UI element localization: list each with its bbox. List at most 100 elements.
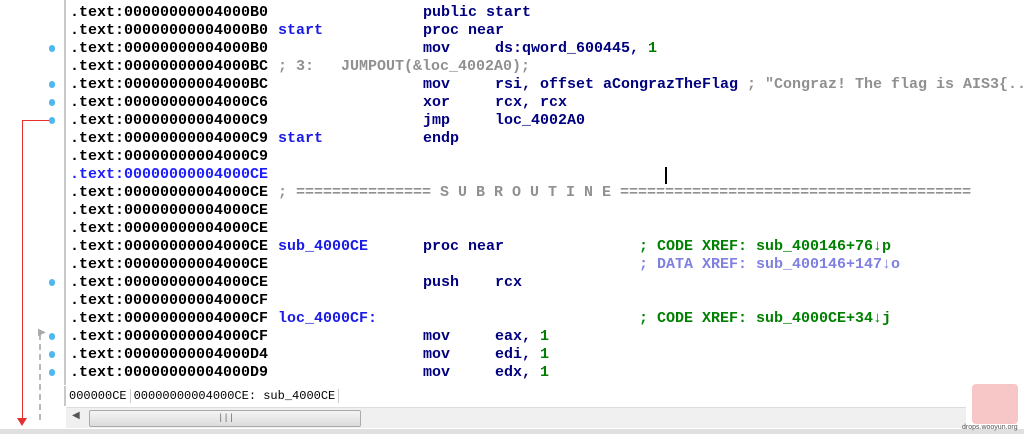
breakpoint-dot-icon[interactable] <box>49 117 55 124</box>
scroll-left-icon[interactable]: ◀ <box>72 411 80 422</box>
listing-row[interactable]: .text:00000000004000CE <box>66 220 1024 238</box>
row-operands: eax, 1 <box>495 328 549 346</box>
row-comment: ; 3: JUMPOUT(&loc_4002A0); <box>278 58 531 75</box>
row-address: .text:00000000004000B0 <box>70 40 269 57</box>
row-mnemonic: mov <box>423 364 451 381</box>
horizontal-scrollbar[interactable]: ◀ ||| <box>66 407 966 428</box>
loop-arrow-line <box>39 334 41 420</box>
operand-text: loc_4002A0 <box>495 112 586 129</box>
loop-arrow-head-icon: ▶ <box>38 328 46 339</box>
status-offset: 000000CE <box>66 389 131 403</box>
row-operands: edx, 1 <box>495 364 549 382</box>
breakpoint-dot-icon[interactable] <box>49 333 55 340</box>
row-operands: loc_4002A0 <box>495 112 585 130</box>
window-bottom-border <box>0 429 1024 434</box>
row-address: .text:00000000004000C6 <box>70 94 269 111</box>
breakpoint-dot-icon[interactable] <box>49 99 55 106</box>
row-address: .text:00000000004000CE <box>70 202 269 219</box>
row-mnemonic: mov <box>423 40 451 57</box>
watermark-text: drops.wooyun.org <box>962 424 1018 431</box>
breakpoint-dot-icon[interactable] <box>49 81 55 88</box>
row-address: .text:00000000004000B0 <box>70 22 269 39</box>
row-operands: rcx, rcx <box>495 94 567 112</box>
jump-arrow-line <box>22 120 51 421</box>
row-address: .text:00000000004000CF <box>70 328 269 345</box>
flow-arrow-gutter: ▶ <box>0 0 64 430</box>
operand-text: rcx <box>495 274 523 291</box>
row-operands: edi, 1 <box>495 346 549 364</box>
listing-row[interactable]: .text:00000000004000CE ; =============== … <box>66 184 1024 202</box>
row-mnemonic: mov <box>423 328 451 345</box>
row-address: .text:00000000004000D9 <box>70 364 269 381</box>
listing-row[interactable]: .text:00000000004000BC ; 3: JUMPOUT(&loc_… <box>66 58 1024 76</box>
breakpoint-dot-icon[interactable] <box>49 45 55 52</box>
row-address: .text:00000000004000BC <box>70 76 269 93</box>
listing-row[interactable]: .text:00000000004000CE push rcx <box>66 274 1024 292</box>
row-mnemonic: public start <box>423 4 532 21</box>
row-comment: ; CODE XREF: sub_400146+76↓p <box>639 238 892 255</box>
row-operands: rcx <box>495 274 522 292</box>
listing-row[interactable]: .text:00000000004000B0 mov ds:qword_600445… <box>66 40 1024 58</box>
watermark-pig-logo <box>972 384 1018 424</box>
text-cursor <box>665 167 667 184</box>
row-address: .text:00000000004000BC <box>70 58 269 75</box>
breakpoint-dot-icon[interactable] <box>49 369 55 376</box>
listing-row[interactable]: .text:00000000004000D4 mov edi, 1 <box>66 346 1024 364</box>
row-operands: ds:qword_600445, 1 <box>495 40 657 58</box>
listing-row[interactable]: .text:00000000004000D9 mov edx, 1 <box>66 364 1024 382</box>
operand-immediate: 1 <box>540 346 550 363</box>
row-mnemonic: proc near <box>423 22 505 39</box>
operand-text: rcx, rcx <box>495 94 568 111</box>
operand-text: rsi, offset aCongrazTheFlag <box>495 76 739 93</box>
listing-row[interactable]: .text:00000000004000C9 start endp <box>66 130 1024 148</box>
breakpoint-dot-icon[interactable] <box>49 351 55 358</box>
row-mnemonic: push <box>423 274 460 291</box>
row-label: sub_4000CE <box>278 238 369 255</box>
row-address: .text:00000000004000B0 <box>70 4 269 21</box>
scroll-thumb[interactable]: ||| <box>89 410 361 427</box>
row-address: .text:00000000004000CE <box>70 220 269 237</box>
row-address: .text:00000000004000C9 <box>70 148 269 165</box>
row-label: loc_4000CF: <box>278 310 378 327</box>
operand-text: edx, <box>495 364 541 381</box>
row-mnemonic: mov <box>423 346 451 363</box>
jump-arrow-head-icon <box>17 418 27 426</box>
row-address: .text:00000000004000CE <box>70 238 269 255</box>
listing-row[interactable]: .text:00000000004000C9 <box>66 148 1024 166</box>
row-comment: ; CODE XREF: sub_4000CE+34↓j <box>639 310 892 327</box>
row-address: .text:00000000004000CE <box>70 274 269 291</box>
row-comment: ; "Congraz! The flag is AIS3{... <box>747 76 1024 93</box>
operand-immediate: 1 <box>540 364 550 381</box>
breakpoint-dot-icon[interactable] <box>49 279 55 286</box>
row-comment: ; =============== S U B R O U T I N E ==… <box>278 184 972 201</box>
row-address: .text:00000000004000CE <box>70 166 269 183</box>
operand-text: eax, <box>495 328 541 345</box>
listing-row[interactable]: .text:00000000004000CE <box>66 166 1024 184</box>
listing-row[interactable]: .text:00000000004000CF mov eax, 1 <box>66 328 1024 346</box>
status-location: 00000000004000CE: sub_4000CE <box>130 389 340 403</box>
row-address: .text:00000000004000C9 <box>70 112 269 129</box>
listing-row[interactable]: .text:00000000004000B0 public start <box>66 4 1024 22</box>
operand-text: edi, <box>495 346 541 363</box>
listing-row[interactable]: .text:00000000004000CE; DATA XREF: sub_4… <box>66 256 1024 274</box>
operand-immediate: 1 <box>540 328 550 345</box>
row-address: .text:00000000004000C9 <box>70 130 269 147</box>
row-address: .text:00000000004000D4 <box>70 346 269 363</box>
listing-row[interactable]: .text:00000000004000C6 xor rcx, rcx <box>66 94 1024 112</box>
operand-text: ds:qword_600445, <box>495 40 649 57</box>
row-mnemonic: xor <box>423 94 451 111</box>
row-address: .text:00000000004000CF <box>70 292 269 309</box>
row-mnemonic: endp <box>423 130 460 147</box>
row-label: start <box>278 130 324 147</box>
listing-row[interactable]: .text:00000000004000CF <box>66 292 1024 310</box>
row-operands: rsi, offset aCongrazTheFlag <box>495 76 738 94</box>
listing-row[interactable]: .text:00000000004000CE <box>66 202 1024 220</box>
row-address: .text:00000000004000CE <box>70 184 269 201</box>
